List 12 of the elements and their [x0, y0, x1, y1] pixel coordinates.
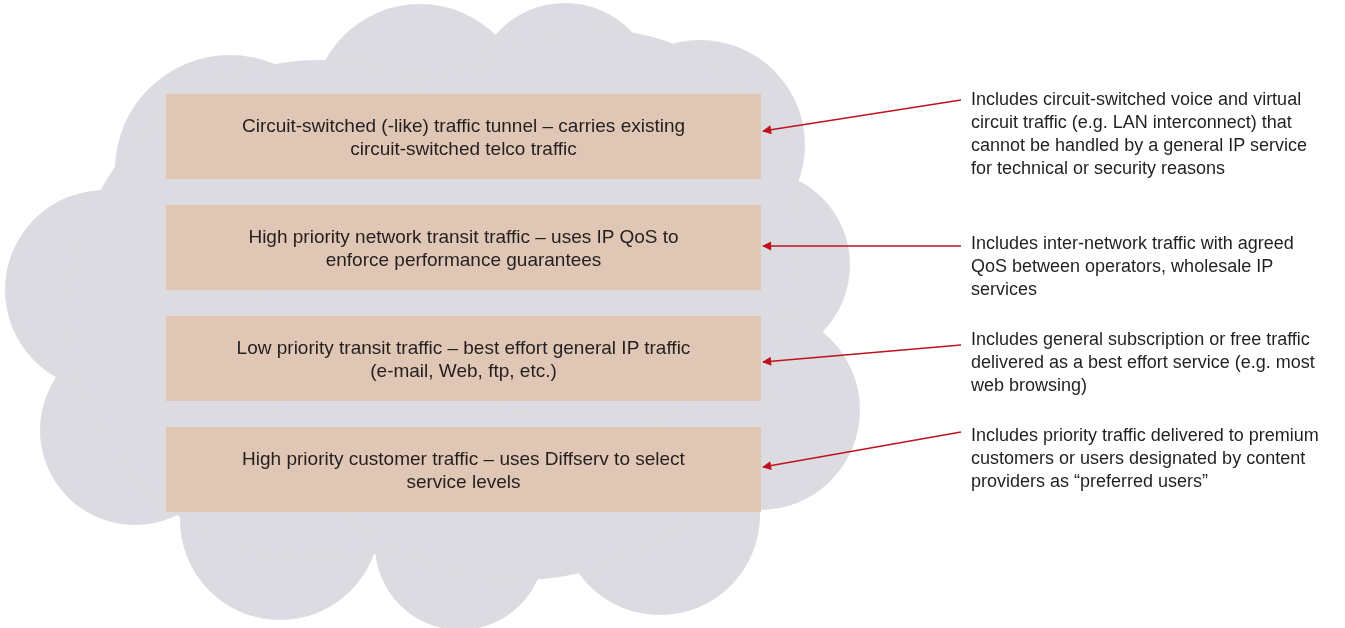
arrow [762, 241, 962, 251]
arrow [762, 99, 962, 135]
arrow [762, 344, 962, 366]
traffic-class-box: Circuit-switched (-like) traffic tunnel – carries existing circuit-switched telco traffic [166, 94, 761, 179]
annotation-text: Includes inter-network traffic with agreed QoS between operators, wholesale IP services [971, 232, 1323, 301]
arrow [762, 431, 962, 470]
traffic-class-box: High priority network transit traffic – uses IP QoS to enforce performance guarantees [166, 205, 761, 290]
annotation-text: Includes general subscription or free traffic delivered as a best effort service (e.g. most web browsing) [971, 328, 1323, 397]
traffic-class-box: Low priority transit traffic – best effort general IP traffic (e-mail, Web, ftp, etc.) [166, 316, 761, 401]
annotation-text: Includes circuit-switched voice and virtual circuit traffic (e.g. LAN interconnect) that cannot be handled by a general IP service for technical or security reasons [971, 88, 1323, 180]
annotation-text: Includes priority traffic delivered to premium customers or users designated by content providers as “preferred users” [971, 424, 1323, 493]
traffic-class-box: High priority customer traffic – uses Diffserv to select service levels [166, 427, 761, 512]
